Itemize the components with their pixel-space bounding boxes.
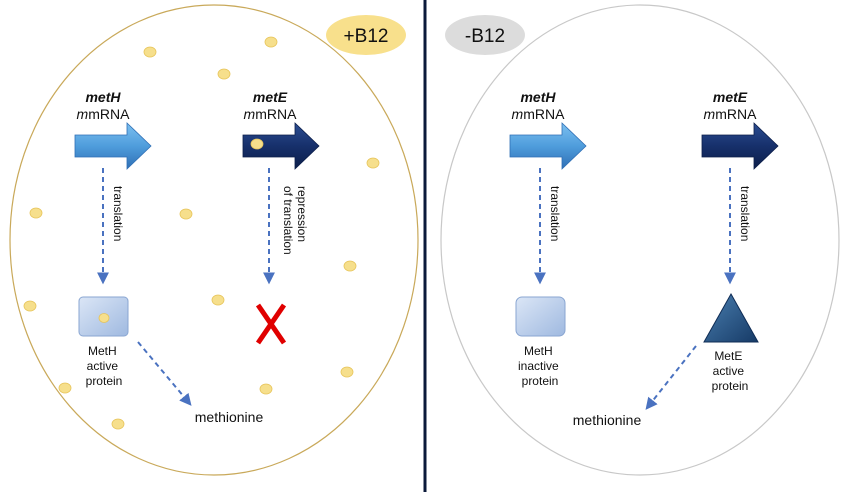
cell-outline-left — [9, 4, 419, 476]
metH-mrna-arrow-right — [509, 122, 587, 170]
right-panel-minus-b12: -B12 metH mmRNA metE mmRNA translation t… — [440, 4, 840, 476]
metH-translation-label-left: translation — [111, 186, 125, 241]
metE-protein-label-right: MetE active protein — [712, 349, 749, 393]
minus-b12-badge — [445, 15, 525, 55]
b12-dot-icon — [343, 260, 357, 272]
repression-label-line2: of translation — [281, 186, 295, 255]
b12-dot-icon — [340, 366, 354, 378]
b12-dot-icon — [58, 382, 72, 394]
minus-b12-badge-label: -B12 — [465, 26, 505, 47]
metE-gene-label-right: metE — [713, 89, 748, 105]
b12-bound-dot-icon — [98, 313, 110, 323]
plus-b12-badge-label: +B12 — [344, 26, 389, 47]
repression-label-line1: repression — [295, 186, 309, 242]
b12-dot-icon — [264, 36, 278, 48]
metH-protein-label-left: MetH active protein — [86, 344, 123, 388]
b12-dot-icon — [259, 383, 273, 395]
metE-protein-triangle — [703, 292, 759, 343]
metE-mrna-arrow-left — [242, 122, 320, 170]
methionine-arrow-left — [137, 341, 192, 406]
b12-dot-icon — [217, 68, 231, 80]
metE-mrna-arrow-right — [701, 122, 779, 170]
b12-dot-icon — [23, 300, 37, 312]
metE-gene-label-left: metE — [253, 89, 288, 105]
methionine-label-right: methionine — [573, 412, 642, 428]
b12-dot-icon — [29, 207, 43, 219]
metH-protein-label-right: MetH inactive protein — [518, 344, 562, 388]
b12-dot-icon — [111, 418, 125, 430]
methionine-label-left: methionine — [195, 409, 264, 425]
metE-mrna-label-right: mmRNA — [704, 106, 758, 122]
b12-bound-dot-icon — [250, 138, 264, 150]
metH-gene-label-right: metH — [520, 89, 556, 105]
metH-mrna-arrow-left — [74, 122, 152, 170]
metE-mrna-label-left: mmRNA — [244, 106, 298, 122]
metH-mrna-label-left: mmRNA — [77, 106, 131, 122]
b12-dot-icon — [179, 208, 193, 220]
b12-dot-icon — [211, 294, 225, 306]
metE-translation-label-right: translation — [738, 186, 752, 241]
metH-protein-box-right — [515, 296, 566, 337]
b12-dot-icon — [366, 157, 380, 169]
plus-b12-badge — [326, 15, 406, 55]
metH-gene-label-left: metH — [85, 89, 121, 105]
methionine-arrow-right — [645, 345, 697, 410]
red-x-icon — [255, 303, 287, 345]
b12-dot-icon — [143, 46, 157, 58]
metH-mrna-label-right: mmRNA — [512, 106, 566, 122]
metH-translation-label-right: translation — [548, 186, 562, 241]
cell-outline-right — [440, 4, 840, 476]
left-panel-plus-b12: +B12 metH mmRNA metE mmRNA translation r… — [9, 4, 419, 476]
b12-dots — [23, 36, 380, 430]
